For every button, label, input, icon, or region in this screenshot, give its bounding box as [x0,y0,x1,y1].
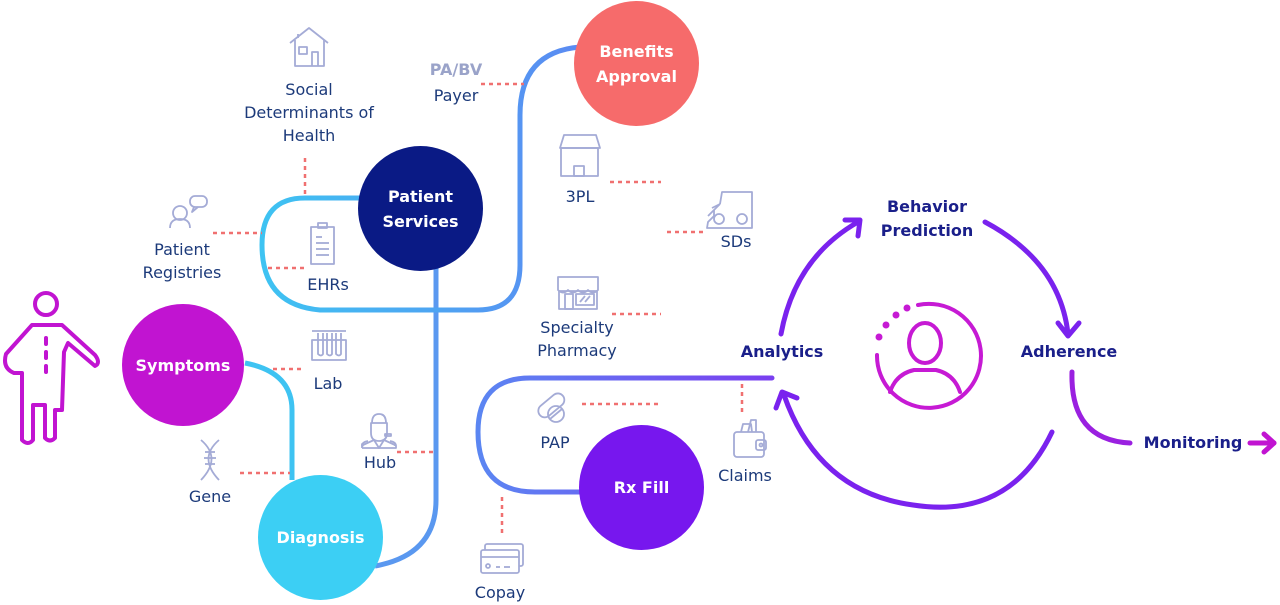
arrowhead-behavior-icon [842,217,863,239]
user-circle-icon [874,301,983,410]
label-specialty: Specialty Pharmacy [537,316,617,362]
track-symptoms-diagnosis [244,360,295,480]
label-registries-line1: Patient [154,240,210,259]
label-sdoh: Social Determinants of Health [244,78,374,147]
wallet-icon [733,419,767,458]
label-lab: Lab [313,374,343,393]
node-diagnosis: Diagnosis [258,475,383,600]
label-adherence: Adherence [1020,342,1118,361]
label-behavior-line1: Behavior [886,197,968,216]
arrow-analytics-to-behavior [778,219,861,337]
label-behavior-line2: Prediction [880,221,974,240]
credit-card-icon [480,543,524,574]
label-analytics: Analytics [740,342,824,361]
arrowhead-analytics-icon [773,389,800,411]
node-symptoms-label: Symptoms [135,355,231,375]
label-behavior-prediction: Behavior Prediction [881,195,973,243]
clipboard-icon [310,222,335,265]
doctor-icon [361,413,397,449]
store-icon [559,134,601,177]
label-sds: SDs [720,232,752,251]
arrow-behavior-to-adherence [982,219,1071,337]
node-diagnosis-label: Diagnosis [276,528,365,547]
node-benefits-approval-line1: Benefits [599,41,674,61]
van-icon [706,191,753,229]
node-rx-fill-label: Rx Fill [613,478,670,497]
label-payer-tag: PA/BV [429,60,483,79]
arrowhead-adherence-icon [1055,320,1082,339]
label-registries-line2: Registries [142,263,222,282]
cycle-arrows [773,217,1133,510]
pills-icon [537,392,566,423]
test-tubes-icon [311,330,347,361]
label-registries: Patient Registries [143,238,222,284]
house-icon [289,27,329,67]
track-patient-services-loop [259,44,581,313]
label-ehrs: EHRs [307,275,349,294]
label-claims: Claims [718,466,772,485]
label-copay: Copay [474,583,526,602]
dna-icon [200,439,220,481]
person-body-icon [3,291,100,445]
label-monitoring: Monitoring [1143,433,1243,452]
arrow-adherence-to-analytics [781,392,1055,510]
node-patient-services-line1: Patient [387,186,454,206]
label-sdoh-line2: Determinants of [244,103,374,122]
node-symptoms: Symptoms [122,304,244,426]
node-patient-services: Patient Services [358,146,483,271]
label-gene: Gene [188,487,232,506]
label-pap: PAP [540,433,570,452]
node-benefits-approval: Benefits Approval [574,1,699,126]
monitoring-arrow-icon [1247,431,1277,455]
label-specialty-line1: Specialty [540,318,614,337]
node-benefits-approval-line2: Approval [596,66,677,86]
node-rx-fill: Rx Fill [579,425,704,550]
label-sdoh-line1: Social [285,80,333,99]
arrow-adherence-to-monitoring [1069,369,1133,446]
track-diagnosis-patient-services [374,262,439,569]
label-specialty-line2: Pharmacy [537,341,617,360]
person-chat-icon [169,195,208,229]
node-patient-services-line2: Services [382,211,459,231]
label-hub: Hub [363,453,397,472]
label-payer: Payer [433,86,479,105]
track-rxfill-loop [475,375,775,495]
label-sdoh-line3: Health [282,126,336,145]
pharmacy-icon [557,276,599,310]
connector-lines [213,82,744,535]
label-3pl: 3PL [565,187,595,206]
